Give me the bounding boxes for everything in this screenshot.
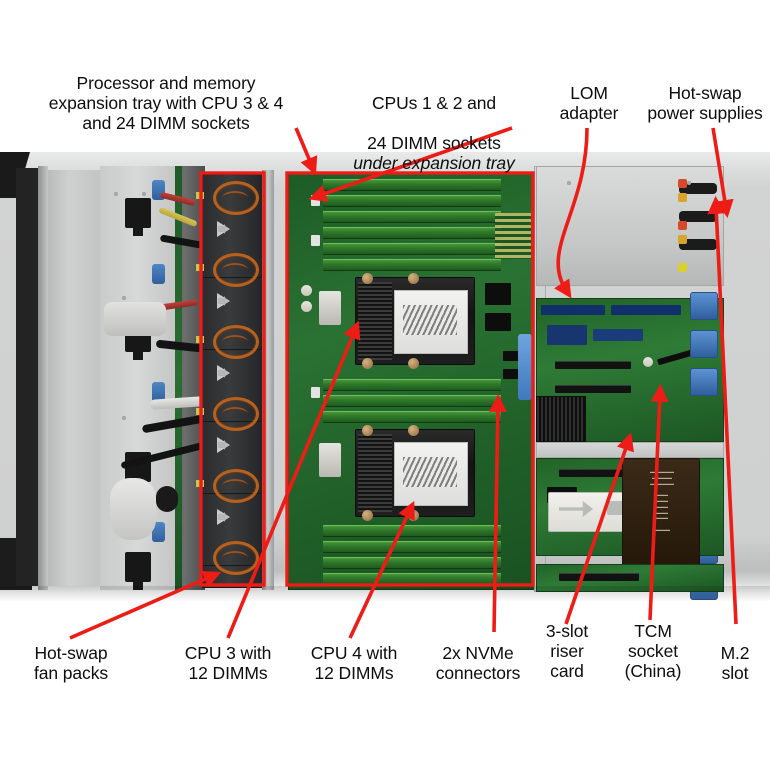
- riser-retainer-tab[interactable]: [690, 368, 718, 396]
- dimm-socket[interactable]: [323, 541, 501, 552]
- callout-fan-packs: Hot-swap fan packs: [33, 643, 108, 683]
- fan-connector-tab: [196, 192, 204, 199]
- dimm-latch[interactable]: [311, 387, 320, 398]
- fan-rotor-icon: [213, 181, 259, 215]
- heatsink-fins: [358, 434, 392, 512]
- capacitor: [301, 285, 312, 296]
- callout-cpus-line1: CPUs 1 & 2 and: [371, 92, 497, 113]
- riser-retainer-tab[interactable]: [690, 330, 718, 358]
- cable-clip: [125, 552, 151, 590]
- callout-tcm: TCM socket (China): [624, 621, 682, 681]
- cpu-label: [394, 290, 468, 354]
- dimm-socket[interactable]: [323, 557, 501, 568]
- pcie-slot[interactable]: [555, 361, 631, 369]
- capacitor: [301, 301, 312, 312]
- dimm-socket[interactable]: [323, 195, 501, 206]
- callout-lom-adapter: LOM adapter: [559, 83, 619, 123]
- fan-rotor-icon: [213, 469, 259, 503]
- dimm-socket[interactable]: [323, 211, 501, 222]
- blue-cable-connector: [152, 522, 165, 542]
- callout-cpus-line3: under expansion tray: [353, 152, 515, 173]
- processor-memory-expansion-tray[interactable]: [288, 172, 536, 590]
- callout-nvme: 2x NVMe connectors: [435, 643, 521, 683]
- voltage-regulator: [319, 443, 341, 477]
- airflow-arrow-icon: [217, 293, 230, 309]
- chassis-side-panel: [48, 170, 101, 586]
- chassis-left-rail-inner: [38, 166, 48, 590]
- fan-connector-tab: [196, 480, 204, 487]
- dimm-socket[interactable]: [323, 525, 501, 536]
- server-interior-photo: ▬▬▬▬▬▬▬▬▬▬▬▬▬▬▬▬▬▬▬▬▬▬▬▬▬▬▬▬▬▬▬▬▬▬▬▬: [0, 152, 770, 602]
- riser-bay-divider: [536, 442, 724, 458]
- blue-latch-connector[interactable]: [518, 334, 532, 400]
- psu-handle[interactable]: [677, 177, 717, 273]
- fan-connector-tab: [196, 408, 204, 415]
- fan-cage-rail: [262, 170, 274, 590]
- callout-cpus-1-2: CPUs 1 & 2 and 24 DIMM sockets under exp…: [330, 74, 538, 194]
- pcie-slot[interactable]: [555, 385, 631, 393]
- blue-cable-connector: [152, 264, 165, 284]
- pcie-slot[interactable]: [559, 573, 639, 581]
- dimm-socket[interactable]: [323, 395, 501, 406]
- lom-adapter-heatsink[interactable]: [536, 396, 586, 442]
- air-baffle: [104, 302, 166, 336]
- io-chip: [547, 325, 587, 345]
- fan-rotor-icon: [213, 253, 259, 287]
- cpu-label: [394, 442, 468, 506]
- fan-rotor-icon: [213, 541, 259, 575]
- dimm-socket[interactable]: [323, 243, 501, 254]
- dimm-socket[interactable]: [323, 573, 501, 584]
- mosfet-array: [485, 283, 511, 305]
- fan-rotor-icon: [213, 397, 259, 431]
- airflow-arrow-icon: [217, 437, 230, 453]
- callout-m2: M.2 slot: [720, 643, 750, 683]
- cpu3-heatsink[interactable]: [355, 273, 475, 369]
- fan-connector-tab: [196, 264, 204, 271]
- callout-expansion-tray: Processor and memory expansion tray with…: [48, 73, 284, 133]
- fan-connector-tab: [196, 336, 204, 343]
- io-header: [541, 305, 605, 315]
- hot-swap-power-supply-bay[interactable]: [536, 166, 724, 286]
- callout-cpus-line2: 24 DIMM sockets: [367, 132, 501, 153]
- gold-pad-array: [495, 213, 531, 259]
- fan-rotor-icon: [213, 325, 259, 359]
- drive-backplane-pcb: [175, 166, 182, 590]
- cable-clip: [125, 198, 151, 236]
- airflow-arrow-icon: [217, 365, 230, 381]
- screw: [643, 357, 653, 367]
- callout-power-supplies: Hot-swap power supplies: [647, 83, 763, 123]
- airflow-arrow-icon: [217, 509, 230, 525]
- blue-cable-connector: [152, 382, 165, 402]
- cpu4-heatsink[interactable]: [355, 425, 475, 521]
- dimm-socket[interactable]: [323, 259, 501, 270]
- voltage-regulator: [319, 291, 341, 325]
- dimm-socket[interactable]: [323, 227, 501, 238]
- dimm-latch[interactable]: [311, 195, 320, 206]
- io-header: [611, 305, 681, 315]
- chassis-left-rail: [16, 168, 38, 586]
- dimm-socket[interactable]: [323, 411, 501, 422]
- cable-loop: [156, 486, 178, 512]
- air-baffle-lower: [110, 478, 156, 540]
- io-chip: [593, 329, 643, 341]
- hot-swap-fan-cage[interactable]: [202, 174, 264, 588]
- callout-cpu3: CPU 3 with 12 DIMMs: [184, 643, 272, 683]
- dimm-latch[interactable]: [311, 235, 320, 246]
- mosfet-array: [485, 313, 511, 331]
- callout-cpu4: CPU 4 with 12 DIMMs: [310, 643, 398, 683]
- callout-riser: 3-slot riser card: [545, 621, 589, 681]
- warning-label: ▬▬▬▬▬▬▬▬▬▬▬▬▬▬▬▬▬▬▬▬▬▬▬▬▬▬▬▬▬▬▬▬▬▬▬▬: [622, 458, 700, 572]
- airflow-arrow-icon: [217, 221, 230, 237]
- dimm-socket[interactable]: [323, 379, 501, 390]
- riser-retainer-tab[interactable]: [690, 292, 718, 320]
- heatsink-fins: [358, 282, 392, 360]
- photo-bottom-shadow: [0, 586, 770, 602]
